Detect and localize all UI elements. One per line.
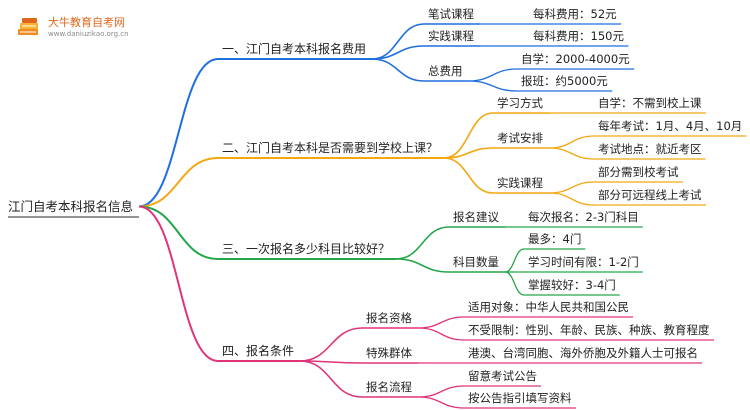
link-branch-3-item-2-leaf-1: [504, 248, 525, 273]
link-branch-4-item-3: [300, 360, 363, 398]
link-branch-1-item-3-leaf-1: [468, 68, 518, 82]
b1-item-written-course[interactable]: 笔试课程: [428, 7, 474, 21]
link-branch-4-item-3-leaf-1: [418, 385, 465, 398]
b1-leaf-written-fee[interactable]: 每科费用：52元: [533, 7, 617, 21]
link-branch-4-item-1-leaf-1: [418, 316, 465, 329]
branch-2-node[interactable]: 二、江门自考本科是否需要到学校上课？: [222, 140, 438, 155]
logo-title: 大牛教育自考网: [48, 16, 125, 29]
b3-item-suggestion[interactable]: 报名建议: [453, 210, 499, 224]
link-branch-1-item-3: [372, 58, 425, 82]
b4-leaf-fill-info[interactable]: 按公告指引填写资料: [468, 391, 572, 405]
link-branch-2-item-2-leaf-1: [549, 135, 595, 149]
link-branch-3-item-2-leaf-3: [504, 271, 525, 296]
b2-leaf-self-study[interactable]: 自学：不需到校上课: [598, 96, 702, 110]
b3-leaf-per-enrollment[interactable]: 每次报名：2-3门科目: [528, 210, 639, 224]
link-branch-1-item-1: [371, 23, 425, 60]
link-branch-2-item-3: [443, 157, 494, 194]
b1-item-total-cost[interactable]: 总费用: [428, 64, 463, 78]
link-root-to-branch-3: [139, 205, 219, 260]
link-branch-2-item-3-leaf-1: [549, 181, 595, 194]
link-branch-4-item-1-leaf-2: [418, 327, 465, 341]
b4-item-eligibility[interactable]: 报名资格: [366, 311, 412, 325]
b4-leaf-watch-notice[interactable]: 留意考试公告: [468, 369, 537, 383]
link-branch-1-item-2: [372, 45, 425, 60]
branch-4-node[interactable]: 四、报名条件: [222, 343, 294, 358]
b1-leaf-self-study[interactable]: 自学：2000-4000元: [521, 52, 630, 66]
b2-leaf-onsite-exam[interactable]: 部分需到校考试: [598, 165, 679, 179]
link-branch-3-item-1: [395, 226, 450, 260]
link-branch-3-item-2: [396, 258, 450, 273]
b3-leaf-well-prepared[interactable]: 掌握较好：3-4门: [528, 278, 616, 292]
b4-item-process[interactable]: 报名流程: [366, 380, 412, 394]
branch-1-node[interactable]: 一、江门自考本科报名费用: [222, 41, 366, 56]
branch-3-node[interactable]: 三、一次报名多少科目比较好？: [222, 241, 390, 256]
logo-url: www.daniuzikao.org.cn: [48, 30, 129, 38]
b4-leaf-applicable[interactable]: 适用对象：中华人民共和国公民: [468, 300, 629, 314]
b4-leaf-no-restriction[interactable]: 不受限制：性别、年龄、民族、种族、教育程度: [468, 323, 710, 337]
mind-map-links: [8, 23, 747, 409]
link-root-to-branch-4: [138, 205, 219, 362]
link-branch-2-item-1: [443, 112, 494, 159]
link-root-to-branch-1: [138, 58, 219, 208]
b1-item-practice-course[interactable]: 实践课程: [428, 29, 474, 43]
link-branch-2-item-2-leaf-2: [549, 147, 595, 160]
b2-item-exam-schedule[interactable]: 考试安排: [497, 131, 543, 145]
root-node[interactable]: 江门自考本科报名信息: [8, 199, 133, 214]
b3-item-course-count[interactable]: 科目数量: [453, 255, 499, 269]
b2-item-practice-course[interactable]: 实践课程: [497, 176, 543, 190]
link-branch-2-item-3-leaf-2: [549, 192, 595, 206]
b2-leaf-exam-location[interactable]: 考试地点：就近考区: [598, 142, 702, 156]
link-branch-4-item-1: [300, 327, 363, 362]
link-root-to-branch-2: [139, 157, 219, 208]
site-logo: 大牛教育自考网 www.daniuzikao.org.cn: [8, 10, 158, 44]
b1-leaf-class-study[interactable]: 报班：约5000元: [521, 74, 608, 88]
link-branch-2-item-2: [444, 147, 494, 159]
b3-leaf-limited-time[interactable]: 学习时间有限：1-2门: [528, 255, 639, 269]
b2-item-study-mode[interactable]: 学习方式: [497, 96, 543, 110]
b4-leaf-hk-macau-taiwan[interactable]: 港澳、台湾同胞、海外侨胞及外籍人士可报名: [468, 346, 698, 360]
link-branch-1-item-3-leaf-2: [468, 80, 518, 92]
link-branch-4-item-3-leaf-2: [418, 396, 465, 409]
b2-leaf-exam-months[interactable]: 每年考试：1月、4月、10月: [598, 119, 742, 133]
b4-item-special-groups[interactable]: 特殊群体: [366, 346, 412, 360]
b3-leaf-max[interactable]: 最多：4门: [528, 232, 581, 246]
b2-leaf-remote-exam[interactable]: 部分可远程线上考试: [598, 188, 702, 202]
b1-leaf-practice-fee[interactable]: 每科费用：150元: [533, 29, 624, 43]
book-stack-icon: [18, 18, 38, 35]
